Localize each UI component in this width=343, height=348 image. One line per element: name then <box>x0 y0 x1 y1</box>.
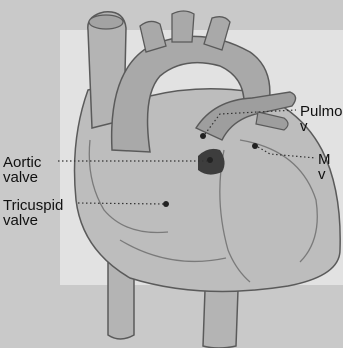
mitral-valve-label: M v <box>318 152 331 182</box>
mitral-valve-dot <box>252 143 258 149</box>
vena-cava-opening <box>89 15 123 29</box>
aortic-valve-dot <box>207 157 213 163</box>
arch-branch-2 <box>172 11 194 42</box>
pulmonary-valve-label: Pulmo v <box>300 104 343 134</box>
descending-aorta <box>203 290 238 348</box>
aortic-valve-label: Aortic valve <box>3 155 41 185</box>
tricuspid-valve-label: Tricuspid valve <box>3 198 63 228</box>
tricuspid-valve-dot <box>163 201 169 207</box>
